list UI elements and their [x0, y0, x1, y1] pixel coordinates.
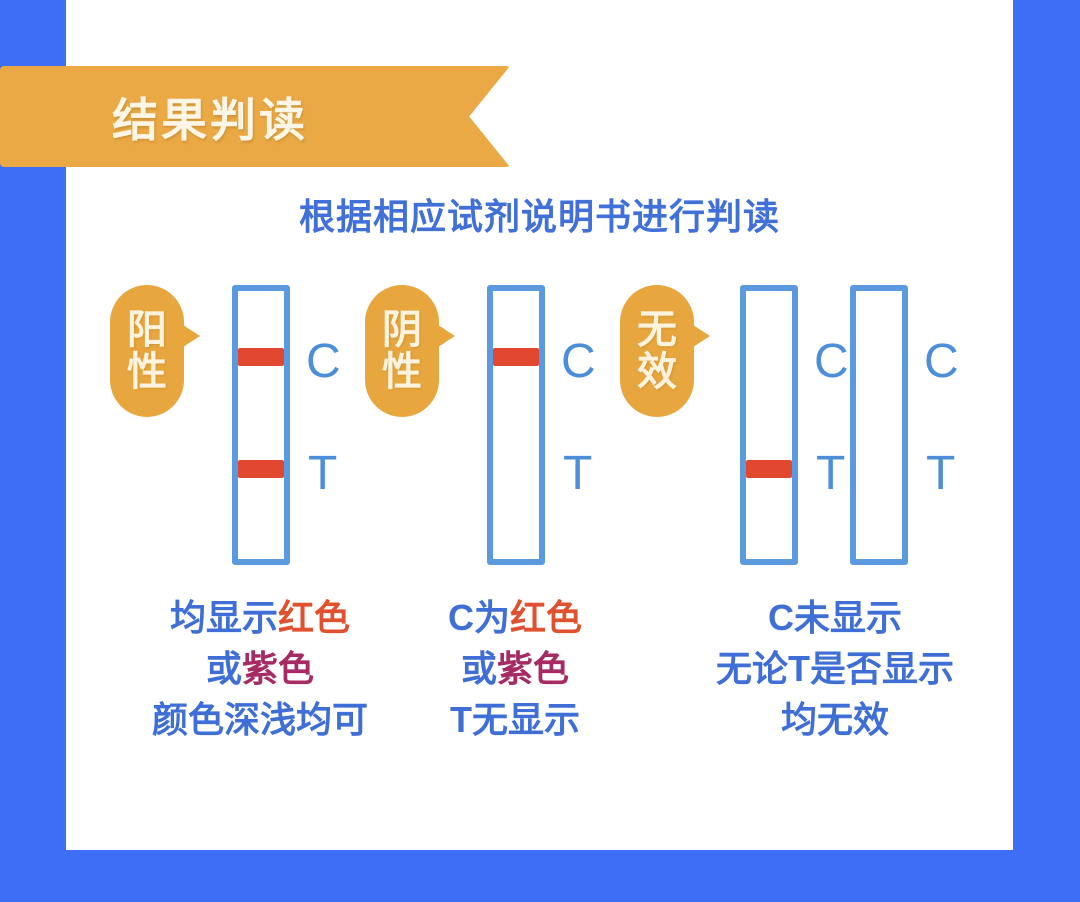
result-badge-positive: 阳 性	[110, 285, 200, 417]
result-caption-negative: C为红色 或紫色 T无显示	[400, 592, 630, 745]
caption-seg: 或	[205, 648, 242, 690]
caption-line-1: C未显示	[645, 592, 1025, 643]
caption-seg: C为	[447, 597, 510, 638]
caption-seg-highlight: 红色	[278, 597, 351, 638]
badge-char-1: 阳	[127, 308, 167, 352]
caption-seg: 均无效	[780, 699, 889, 741]
control-line-label: C	[924, 335, 959, 388]
caption-line-1: C为红色	[400, 592, 630, 643]
caption-line-1: 均显示红色	[110, 592, 410, 643]
control-line-label: C	[814, 335, 849, 388]
badge-char-1: 阴	[382, 308, 422, 352]
test-band	[238, 460, 284, 478]
test-line-label: T	[308, 447, 338, 500]
badge-tail-icon	[435, 323, 455, 349]
test-band	[746, 460, 792, 478]
test-strip	[740, 285, 798, 565]
control-band	[493, 348, 539, 366]
badge-char-2: 效	[637, 350, 677, 394]
caption-line-2: 或紫色	[400, 643, 630, 694]
caption-seg: T无显示	[450, 699, 580, 741]
caption-seg: 无论T是否显示	[716, 648, 954, 690]
badge-tail-icon	[690, 323, 710, 349]
section-banner: 结果判读	[0, 66, 510, 167]
control-line-label: C	[306, 335, 341, 388]
badge-char-2: 性	[382, 350, 422, 394]
test-line-label: T	[563, 447, 593, 500]
badge-char-2: 性	[127, 350, 167, 394]
control-line-label: C	[561, 335, 596, 388]
caption-line-3: 均无效	[645, 694, 1025, 745]
result-caption-positive: 均显示红色 或紫色 颜色深浅均可	[110, 592, 410, 745]
badge-tail-icon	[180, 323, 200, 349]
caption-line-3: 颜色深浅均可	[110, 694, 410, 745]
test-strip	[232, 285, 290, 565]
caption-seg: 均显示	[169, 597, 278, 638]
caption-line-2: 或紫色	[110, 643, 410, 694]
test-line-label: T	[926, 447, 956, 500]
banner-title: 结果判读	[112, 93, 308, 146]
test-strip	[850, 285, 908, 565]
subtitle-text: 根据相应试剂说明书进行判读	[298, 196, 780, 237]
caption-seg-highlight: 紫色	[242, 648, 315, 690]
test-line-label: T	[816, 447, 846, 500]
caption-seg-highlight: 红色	[509, 597, 582, 638]
control-band	[238, 348, 284, 366]
badge-char-1: 无	[637, 308, 677, 352]
caption-line-2: 无论T是否显示	[645, 643, 1025, 694]
result-caption-invalid: C未显示 无论T是否显示 均无效	[645, 592, 1025, 745]
caption-seg-highlight: 紫色	[497, 648, 570, 690]
caption-seg: 颜色深浅均可	[151, 699, 368, 741]
caption-seg: C未显示	[768, 597, 902, 638]
result-badge-invalid: 无 效	[620, 285, 710, 417]
result-badge-negative: 阴 性	[365, 285, 455, 417]
test-strip	[487, 285, 545, 565]
caption-line-3: T无显示	[400, 694, 630, 745]
caption-seg: 或	[460, 648, 497, 690]
